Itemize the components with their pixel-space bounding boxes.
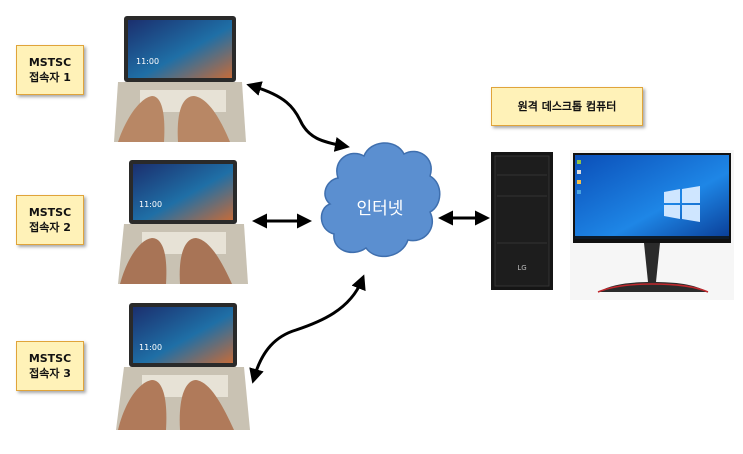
laptop-3-right-hand	[179, 380, 234, 430]
client-2-line1: MSTSC	[28, 206, 72, 219]
arrow-client3-internet	[249, 274, 366, 384]
remote-desktop-label-text: 원격 데스크톱 컴퓨터	[517, 100, 617, 113]
internet-cloud	[320, 142, 441, 258]
laptop-1-right-hand	[177, 96, 230, 142]
client-label-1: MSTSC 접속자 1	[16, 45, 84, 95]
monitor-stand-base	[598, 282, 708, 292]
client-1-line2: 접속자 1	[29, 71, 71, 84]
tower-logo: LG	[517, 264, 526, 272]
laptop-3: 11:00	[116, 303, 250, 430]
laptop-1-left-hand	[118, 96, 165, 142]
laptop-2-clock: 11:00	[139, 200, 162, 209]
remote-desktop-label: 원격 데스크톱 컴퓨터	[491, 87, 643, 126]
laptop-3-screen	[133, 307, 233, 363]
monitor	[570, 150, 734, 300]
laptop-2-screen	[133, 164, 233, 220]
laptop-1: 11:00	[114, 16, 246, 142]
laptop-3-left-hand	[118, 380, 167, 430]
laptop-2-right-hand	[179, 238, 232, 284]
laptop-2-left-hand	[120, 238, 167, 284]
monitor-stand-neck	[644, 243, 660, 282]
client-label-2: MSTSC 접속자 2	[16, 195, 84, 245]
internet-label: 인터넷	[356, 199, 404, 219]
laptop-3-clock: 11:00	[139, 343, 162, 352]
desktop-tower: LG	[491, 152, 553, 290]
client-3-line2: 접속자 3	[29, 367, 71, 380]
windows-logo-icon	[664, 186, 700, 222]
client-3-line1: MSTSC	[28, 352, 72, 365]
client-1-line1: MSTSC	[28, 56, 72, 69]
laptop-2: 11:00	[118, 160, 248, 284]
client-2-line2: 접속자 2	[29, 221, 71, 234]
monitor-screen	[575, 155, 729, 239]
laptop-1-clock: 11:00	[136, 57, 159, 66]
client-label-3: MSTSC 접속자 3	[16, 341, 84, 391]
laptop-1-screen	[128, 20, 232, 78]
arrow-client1-internet	[246, 81, 350, 152]
